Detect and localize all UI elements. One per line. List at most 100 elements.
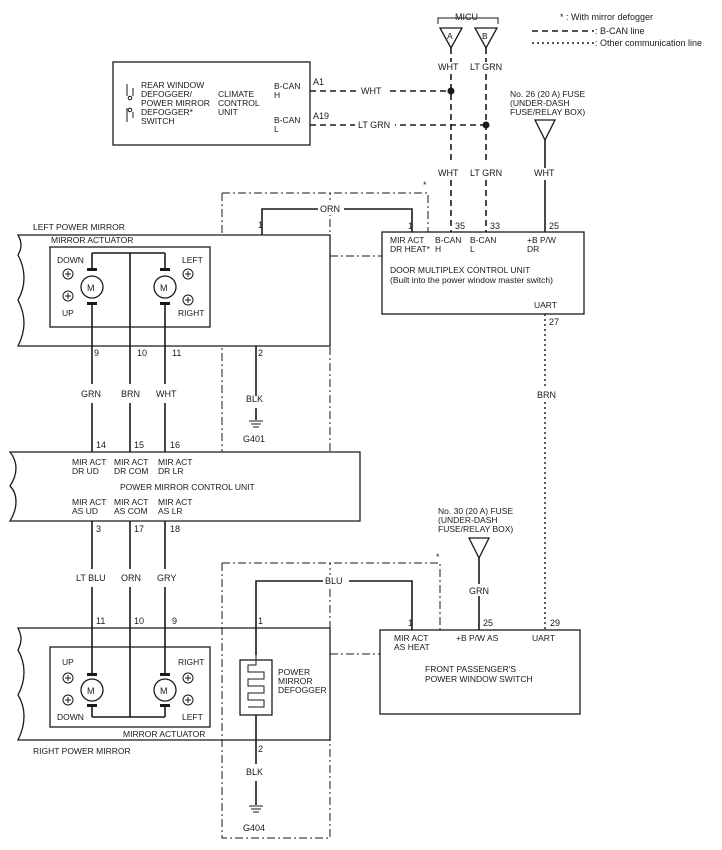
fuse-26-symbol bbox=[533, 119, 557, 142]
left-defogger-dashed-top bbox=[222, 192, 429, 232]
left-defogger-pin-2: 2 bbox=[258, 348, 263, 358]
pmcu-dr-lr: MIR ACT DR LR bbox=[158, 457, 195, 476]
right-pin-c: 9 bbox=[172, 616, 177, 626]
fuse-26-wire-label: WHT bbox=[534, 168, 555, 178]
passenger-window-switch: 1 25 29 MIR ACT AS HEAT +B P/W AS UART F… bbox=[379, 618, 581, 715]
micu-connector-b bbox=[473, 27, 499, 50]
passenger-switch-name: FRONT PASSENGER'S POWER WINDOW SWITCH bbox=[425, 664, 533, 684]
pmcu-as-lr: MIR ACT AS LR bbox=[158, 497, 195, 516]
micu-wire-ltgrn: LT GRN bbox=[470, 62, 502, 72]
fuse-30: No. 30 (20 A) FUSE (UNDER-DASH FUSE/RELA… bbox=[438, 506, 516, 630]
left-pin-a: 9 bbox=[94, 348, 99, 358]
pmcu-dr-ud: MIR ACT DR UD bbox=[72, 457, 109, 476]
right-down-plus-icon bbox=[62, 694, 74, 706]
right-defogger-pin-1: 1 bbox=[258, 616, 263, 626]
pmcu-dr-com: MIR ACT DR COM bbox=[114, 457, 151, 476]
left-mirror-up: UP bbox=[62, 308, 74, 318]
junction-h bbox=[447, 87, 455, 95]
fuse-30-label: No. 30 (20 A) FUSE (UNDER-DASH FUSE/RELA… bbox=[438, 506, 516, 534]
passenger-switch-box bbox=[379, 629, 581, 715]
door-mir-label: MIR ACT DR HEAT* bbox=[390, 235, 431, 254]
legend-note-bcan: : B-CAN line bbox=[595, 26, 645, 36]
door-pin-uart: 27 bbox=[549, 317, 559, 327]
micu-wire-wht: WHT bbox=[438, 62, 459, 72]
right-motor-lr-icon bbox=[153, 678, 177, 702]
ground-g401: G401 bbox=[243, 434, 265, 444]
micu-pin-b: B bbox=[482, 31, 488, 41]
door-pin-canl: 33 bbox=[490, 221, 500, 231]
climate-box bbox=[112, 61, 311, 146]
legend-note-star: * : With mirror defogger bbox=[560, 12, 653, 22]
right-pin-b: 10 bbox=[134, 616, 144, 626]
left-defogger-star: * bbox=[423, 180, 427, 190]
left-mirror-left: LEFT bbox=[182, 255, 203, 265]
climate-pin-l: A19 bbox=[313, 111, 329, 121]
right-motor-ud-icon bbox=[80, 678, 104, 702]
left-defogger-wire-orn: ORN bbox=[320, 204, 340, 214]
passenger-pin-bpw: 25 bbox=[483, 618, 493, 628]
legend: * : With mirror defogger : B-CAN line : … bbox=[532, 12, 702, 48]
door-pin-mir: 1 bbox=[408, 221, 413, 231]
pmcu-as-com: MIR ACT AS COM bbox=[114, 497, 151, 516]
passenger-mir-label: MIR ACT AS HEAT bbox=[394, 633, 431, 652]
right-wire-gry: GRY bbox=[157, 573, 176, 583]
right-wire-ltblu: LT BLU bbox=[76, 573, 106, 583]
power-mirror-control-unit: MIR ACT DR UD MIR ACT DR COM MIR ACT DR … bbox=[8, 451, 361, 522]
left-motor-lr-icon bbox=[153, 275, 177, 299]
passenger-pin-uart: 29 bbox=[550, 618, 560, 628]
right-motor-lr-label: M bbox=[160, 686, 168, 696]
climate-unit-label: CLIMATE CONTROL UNIT bbox=[218, 89, 262, 117]
right-mirror-title: RIGHT POWER MIRROR bbox=[33, 746, 131, 756]
door-pin-bpw: 25 bbox=[549, 221, 559, 231]
pmcu-name: POWER MIRROR CONTROL UNIT bbox=[120, 482, 255, 492]
pmcu-pin-top-c: 16 bbox=[170, 440, 180, 450]
pmcu-box bbox=[8, 451, 361, 522]
left-motor-lr-label: M bbox=[160, 283, 168, 293]
door-canh-label: B-CAN H bbox=[435, 235, 464, 254]
right-defogger-wire-blk: BLK bbox=[246, 767, 263, 777]
micu-pin-a: A bbox=[447, 31, 453, 41]
right-left-plus-icon bbox=[182, 694, 194, 706]
right-mirror-actuator-label: MIRROR ACTUATOR bbox=[123, 729, 205, 739]
left-motor-ud-icon bbox=[80, 275, 104, 299]
legend-note-other: : Other communication line bbox=[595, 38, 702, 48]
micu: MICU A B WHT LT GRN bbox=[437, 12, 502, 72]
climate-switch-label: REAR WINDOW DEFOGGER/ POWER MIRROR DEFOG… bbox=[141, 80, 212, 126]
left-wire-grn: GRN bbox=[81, 389, 101, 399]
right-pin-a: 11 bbox=[96, 616, 105, 626]
fuse-26: No. 26 (20 A) FUSE (UNDER-DASH FUSE/RELA… bbox=[510, 89, 588, 232]
left-mirror-actuator-label: MIRROR ACTUATOR bbox=[51, 235, 133, 245]
right-right-plus-icon bbox=[182, 672, 194, 684]
right-defogger-dashed-top bbox=[222, 562, 441, 630]
right-up-plus-icon bbox=[62, 672, 74, 684]
right-defogger-pin-2: 2 bbox=[258, 744, 263, 754]
left-defogger-wire-blk: BLK bbox=[246, 394, 263, 404]
junction-l bbox=[482, 121, 490, 129]
uart-line: BRN bbox=[537, 314, 556, 630]
left-down-plus-icon bbox=[62, 268, 74, 280]
pmcu-as-ud: MIR ACT AS UD bbox=[72, 497, 109, 516]
pmcu-pin-top-b: 15 bbox=[134, 440, 144, 450]
left-left-plus-icon bbox=[182, 268, 194, 280]
left-right-plus-icon bbox=[182, 294, 194, 306]
left-motor-ud-label: M bbox=[87, 283, 95, 293]
ground-g404: G404 bbox=[243, 823, 265, 833]
bcan-h-wire-label: WHT bbox=[361, 86, 382, 96]
micu-connector-a bbox=[438, 27, 464, 50]
passenger-bpw-label: +B P/W AS bbox=[456, 633, 499, 643]
left-mirror-title: LEFT POWER MIRROR bbox=[33, 222, 125, 232]
door-multiplex-unit: 1 35 33 25 MIR ACT DR HEAT* B-CAN H B-CA… bbox=[381, 221, 585, 327]
left-mirror-right: RIGHT bbox=[178, 308, 204, 318]
passenger-uart-label: UART bbox=[532, 633, 555, 643]
pmcu-pin-bottom-c: 18 bbox=[170, 524, 180, 534]
door-unit-box bbox=[381, 231, 585, 315]
left-mirror-down: DOWN bbox=[57, 255, 84, 265]
bcan-lines: WHT LT GRN WHT LT GRN A1 A19 bbox=[310, 48, 502, 232]
pmcu-pin-bottom-b: 17 bbox=[134, 524, 144, 534]
left-wire-brn: BRN bbox=[121, 389, 140, 399]
fuse-30-symbol bbox=[467, 537, 491, 560]
bcan-h-lower-label: WHT bbox=[438, 168, 459, 178]
micu-label: MICU bbox=[455, 12, 478, 22]
fuse-26-label: No. 26 (20 A) FUSE (UNDER-DASH FUSE/RELA… bbox=[510, 89, 588, 117]
